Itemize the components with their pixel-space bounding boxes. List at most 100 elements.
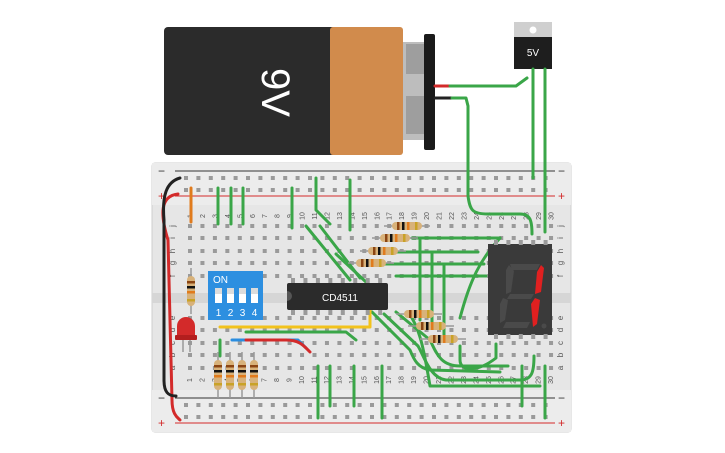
rail-hole[interactable] xyxy=(184,415,188,419)
breadboard-hole[interactable] xyxy=(188,353,192,357)
rail-hole[interactable] xyxy=(308,176,312,180)
breadboard-hole[interactable] xyxy=(200,366,205,370)
dip-toggle-1[interactable] xyxy=(215,288,222,303)
breadboard-hole[interactable] xyxy=(324,316,329,320)
rail-hole[interactable] xyxy=(345,403,350,407)
rail-hole[interactable] xyxy=(432,176,436,180)
breadboard-hole[interactable] xyxy=(549,366,554,370)
breadboard-hole[interactable] xyxy=(212,353,217,357)
rail-hole[interactable] xyxy=(357,403,362,407)
breadboard-hole[interactable] xyxy=(275,341,280,345)
rail-hole[interactable] xyxy=(258,403,263,407)
rail-hole[interactable] xyxy=(295,176,300,180)
breadboard-hole[interactable] xyxy=(461,353,466,357)
breadboard-hole[interactable] xyxy=(287,274,292,278)
breadboard-hole[interactable] xyxy=(349,224,354,228)
breadboard-hole[interactable] xyxy=(437,366,441,370)
left-red-rail-wire[interactable] xyxy=(161,192,182,422)
rail-hole[interactable] xyxy=(345,176,350,180)
breadboard-hole[interactable] xyxy=(349,366,354,370)
breadboard-hole[interactable] xyxy=(287,366,292,370)
breadboard-hole[interactable] xyxy=(474,353,479,357)
breadboard-hole[interactable] xyxy=(324,274,329,278)
breadboard-hole[interactable] xyxy=(200,236,205,240)
breadboard-hole[interactable] xyxy=(262,249,267,253)
breadboard-hole[interactable] xyxy=(250,353,255,357)
rail-hole[interactable] xyxy=(444,176,449,180)
left-black-rail-wire[interactable] xyxy=(162,176,182,398)
breadboard-hole[interactable] xyxy=(337,328,342,332)
rail-hole[interactable] xyxy=(394,176,399,180)
rail-hole[interactable] xyxy=(184,403,188,407)
breadboard-hole[interactable] xyxy=(324,236,329,240)
rail-hole[interactable] xyxy=(456,176,461,180)
breadboard-hole[interactable] xyxy=(449,224,454,228)
breadboard-hole[interactable] xyxy=(499,353,504,357)
rail-hole[interactable] xyxy=(258,188,263,192)
rail-hole[interactable] xyxy=(494,403,498,407)
breadboard-hole[interactable] xyxy=(486,353,491,357)
breadboard-hole[interactable] xyxy=(300,353,305,357)
breadboard-hole[interactable] xyxy=(200,261,205,265)
breadboard-hole[interactable] xyxy=(188,366,192,370)
breadboard-hole[interactable] xyxy=(188,224,192,228)
breadboard-hole[interactable] xyxy=(300,366,305,370)
breadboard-hole[interactable] xyxy=(250,328,255,332)
rail-hole[interactable] xyxy=(270,188,275,192)
rail-hole[interactable] xyxy=(394,188,399,192)
breadboard-hole[interactable] xyxy=(262,261,267,265)
breadboard-hole[interactable] xyxy=(275,261,280,265)
breadboard-hole[interactable] xyxy=(349,249,354,253)
rail-hole[interactable] xyxy=(221,176,226,180)
breadboard-hole[interactable] xyxy=(250,236,255,240)
breadboard-hole[interactable] xyxy=(225,328,230,332)
rail-hole[interactable] xyxy=(270,403,275,407)
breadboard-hole[interactable] xyxy=(250,224,255,228)
rail-hole[interactable] xyxy=(308,415,312,419)
breadboard-hole[interactable] xyxy=(250,249,255,253)
breadboard-hole[interactable] xyxy=(337,274,342,278)
breadboard-hole[interactable] xyxy=(287,353,292,357)
rail-hole[interactable] xyxy=(332,415,337,419)
rail-hole[interactable] xyxy=(407,403,412,407)
rail-hole[interactable] xyxy=(196,188,201,192)
voltage-regulator[interactable]: 5V xyxy=(514,22,552,69)
breadboard-hole[interactable] xyxy=(275,316,280,320)
rail-hole[interactable] xyxy=(432,188,436,192)
rail-hole[interactable] xyxy=(518,415,523,419)
breadboard-hole[interactable] xyxy=(486,341,491,345)
breadboard-hole[interactable] xyxy=(200,328,205,332)
rail-hole[interactable] xyxy=(283,176,288,180)
breadboard-hole[interactable] xyxy=(324,328,329,332)
rail-hole[interactable] xyxy=(246,188,250,192)
breadboard-hole[interactable] xyxy=(262,341,267,345)
breadboard-hole[interactable] xyxy=(287,341,292,345)
breadboard-hole[interactable] xyxy=(312,249,317,253)
rail-hole[interactable] xyxy=(407,188,412,192)
rail-hole[interactable] xyxy=(456,403,461,407)
breadboard-hole[interactable] xyxy=(549,353,554,357)
rail-hole[interactable] xyxy=(283,188,288,192)
breadboard-hole[interactable] xyxy=(486,224,491,228)
rail-hole[interactable] xyxy=(308,188,312,192)
rail-hole[interactable] xyxy=(221,403,226,407)
breadboard-hole[interactable] xyxy=(362,316,367,320)
breadboard-hole[interactable] xyxy=(536,341,541,345)
breadboard-hole[interactable] xyxy=(188,274,192,278)
rail-hole[interactable] xyxy=(494,176,498,180)
breadboard-hole[interactable] xyxy=(499,224,504,228)
rail-hole[interactable] xyxy=(233,176,238,180)
breadboard-hole[interactable] xyxy=(250,341,255,345)
rail-hole[interactable] xyxy=(258,415,263,419)
breadboard-hole[interactable] xyxy=(237,236,242,240)
rail-hole[interactable] xyxy=(246,176,250,180)
rail-hole[interactable] xyxy=(432,403,436,407)
breadboard-hole[interactable] xyxy=(275,353,280,357)
rail-hole[interactable] xyxy=(295,188,300,192)
resistor-top-3[interactable] xyxy=(360,247,406,255)
rail-hole[interactable] xyxy=(394,403,399,407)
breadboard-hole[interactable] xyxy=(449,366,454,370)
rail-hole[interactable] xyxy=(370,176,374,180)
breadboard-hole[interactable] xyxy=(486,366,491,370)
